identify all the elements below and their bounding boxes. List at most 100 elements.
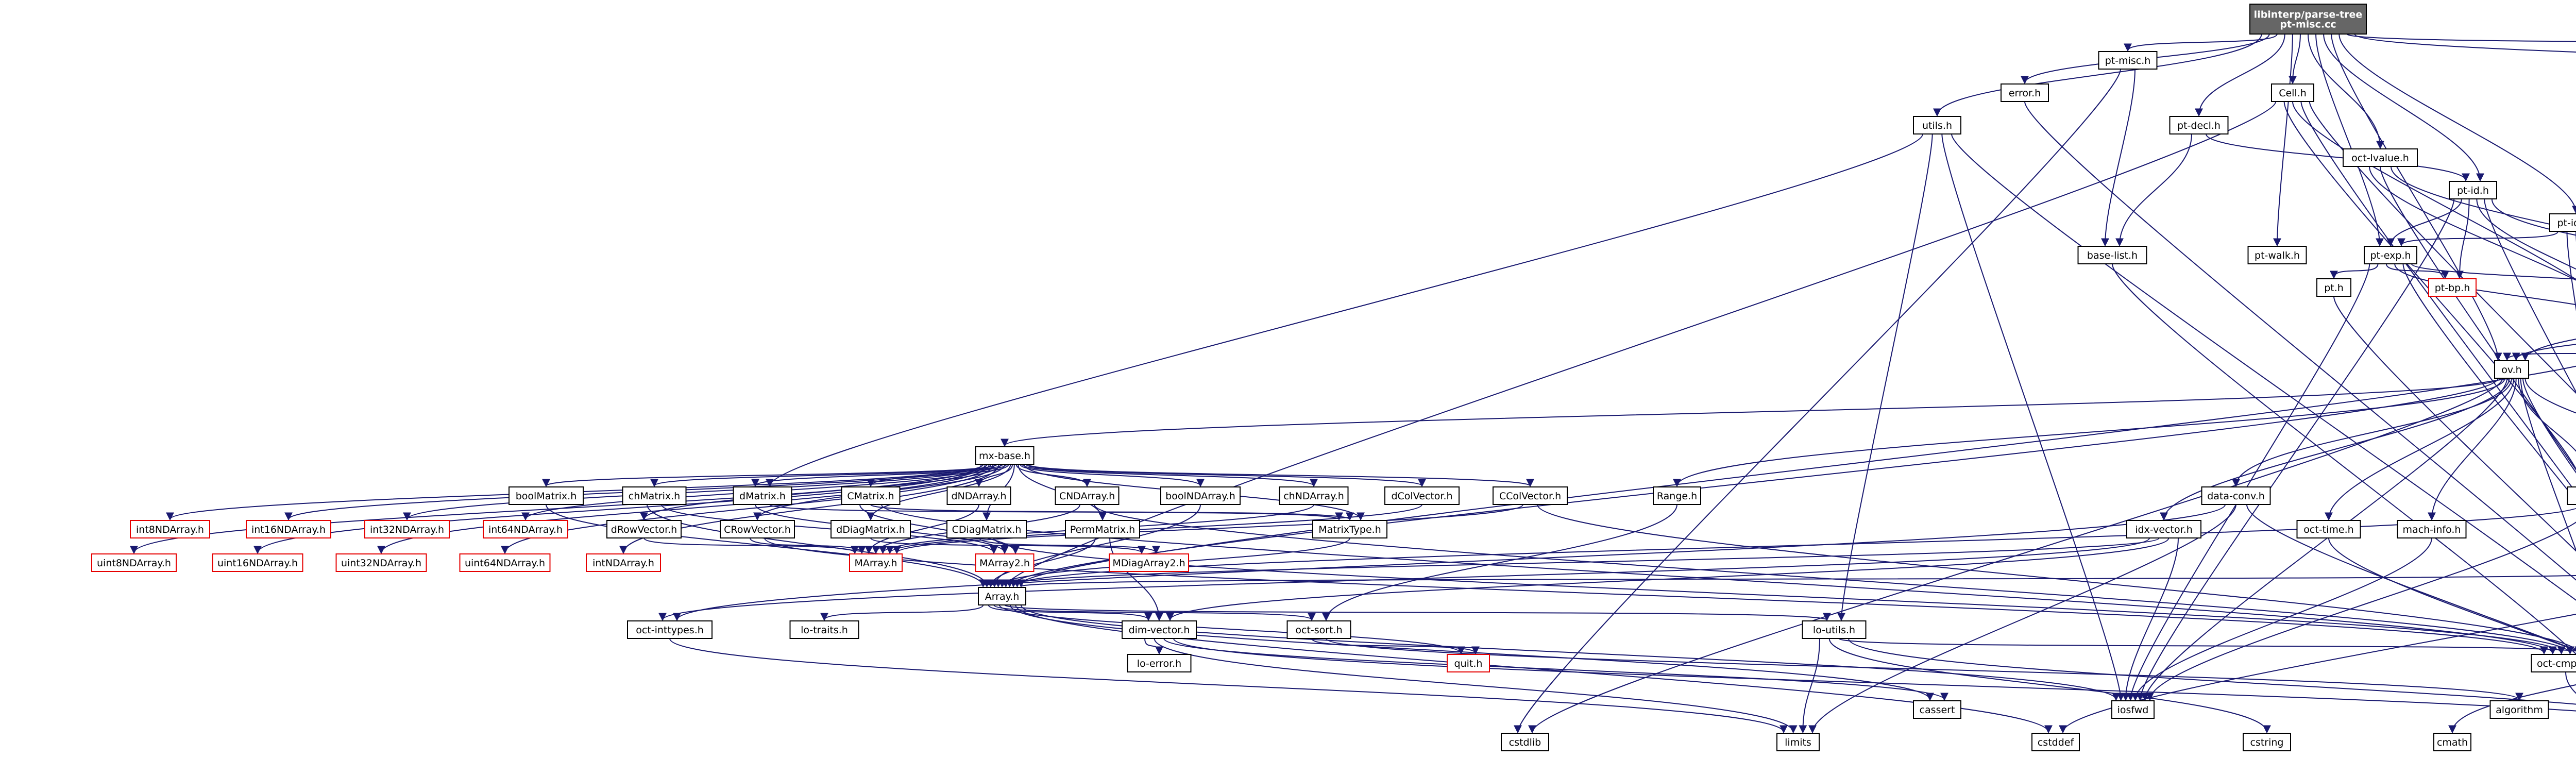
graph-node-lo-error.h[interactable]: lo-error.h — [1127, 654, 1192, 672]
graph-node-chmatrix.h[interactable]: chMatrix.h — [622, 486, 687, 505]
graph-node-cmatrix.h[interactable]: CMatrix.h — [841, 486, 901, 505]
graph-node-dim-vector.h[interactable]: dim-vector.h — [1122, 620, 1197, 639]
graph-node-lo-traits.h[interactable]: lo-traits.h — [789, 620, 859, 639]
graph-node-cndarray.h[interactable]: CNDArray.h — [1055, 486, 1120, 505]
graph-node-array.h[interactable]: Array.h — [978, 587, 1026, 605]
include-edge-Cell.h-to-vector — [2309, 101, 2576, 394]
graph-node-marray.h[interactable]: MArray.h — [849, 553, 903, 572]
include-edge-error.h-to-string — [2024, 101, 2576, 581]
graph-node-crowvector.h[interactable]: CRowVector.h — [720, 520, 795, 538]
svg-text:lo-utils.h: lo-utils.h — [1813, 625, 1855, 636]
svg-text:utils.h: utils.h — [1922, 120, 1952, 131]
graph-node-chndarray.h[interactable]: chNDArray.h — [1279, 486, 1349, 505]
svg-text:CRowVector.h: CRowVector.h — [724, 524, 791, 535]
include-edge-pt-id.h-to-iosfwd — [2136, 198, 2455, 701]
graph-node-pt-misc.h[interactable]: pt-misc.h — [2098, 51, 2158, 70]
include-edge-mx-base.h-to-int32NDArray.h — [403, 464, 992, 521]
graph-node-boolndarray.h[interactable]: boolNDArray.h — [1160, 486, 1241, 505]
include-edge-oct-time.h-to-string — [2328, 537, 2576, 651]
graph-node-cassert: cassert — [1913, 700, 1961, 719]
include-edge-Cell.h-to-Array.h — [1002, 101, 2277, 588]
svg-text:CColVector.h: CColVector.h — [1499, 491, 1561, 502]
graph-node-oct-time.h[interactable]: oct-time.h — [2296, 520, 2361, 538]
svg-text:uint32NDArray.h: uint32NDArray.h — [341, 558, 421, 569]
graph-node-idx-vector.h[interactable]: idx-vector.h — [2126, 520, 2201, 538]
graph-node-base-list.h[interactable]: base-list.h — [2077, 246, 2147, 264]
graph-node-marray2.h[interactable]: MArray2.h — [975, 553, 1035, 572]
svg-text:mach-info.h: mach-info.h — [2403, 524, 2461, 535]
graph-node-int32ndarray.h[interactable]: int32NDArray.h — [364, 520, 450, 538]
graph-node-uint32ndarray.h[interactable]: uint32NDArray.h — [335, 553, 427, 572]
graph-node-dndarray.h[interactable]: dNDArray.h — [946, 486, 1011, 505]
svg-text:error.h: error.h — [2009, 88, 2041, 99]
graph-node-error.h[interactable]: error.h — [2001, 83, 2049, 102]
graph-node-uint16ndarray.h[interactable]: uint16NDArray.h — [212, 553, 303, 572]
graph-node-ov.h[interactable]: ov.h — [2494, 360, 2529, 379]
svg-text:chNDArray.h: chNDArray.h — [1283, 491, 1344, 502]
graph-node-pt-decl.h[interactable]: pt-decl.h — [2169, 116, 2229, 134]
include-edge-root-to-defaults.h — [2354, 33, 2576, 53]
graph-node-pt.h[interactable]: pt.h — [2316, 278, 2351, 297]
graph-node-drowvector.h[interactable]: dRowVector.h — [606, 520, 682, 538]
svg-text:libinterp/parse-tree: libinterp/parse-tree — [2254, 9, 2363, 20]
edges-layer — [130, 33, 2576, 734]
graph-node-oct-inttypes.h[interactable]: oct-inttypes.h — [627, 620, 713, 639]
svg-text:MArray.h: MArray.h — [855, 558, 897, 569]
graph-node-int8ndarray.h[interactable]: int8NDArray.h — [130, 520, 210, 538]
graph-node-str-vec.h[interactable]: str-vec.h — [2567, 486, 2576, 505]
graph-node-pt-exp.h[interactable]: pt-exp.h — [2364, 246, 2417, 264]
graph-node-quit.h[interactable]: quit.h — [1447, 654, 1490, 672]
include-edge-dim-vector.h-to-string — [1173, 638, 2576, 712]
graph-node-pt-idx.h[interactable]: pt-idx.h — [2549, 213, 2576, 232]
graph-node-dcolvector.h[interactable]: dColVector.h — [1384, 486, 1460, 505]
graph-node-intndarray.h[interactable]: intNDArray.h — [586, 553, 661, 572]
include-edge-Array.h-to-lo-traits.h — [820, 604, 984, 621]
graph-node-cdiagmatrix.h[interactable]: CDiagMatrix.h — [946, 520, 1027, 538]
include-edge-ov.h-to-oct-alloc.h — [2524, 378, 2576, 414]
svg-text:oct-cmplx.h: oct-cmplx.h — [2537, 658, 2576, 669]
graph-node-ddiagmatrix.h[interactable]: dDiagMatrix.h — [831, 520, 911, 538]
graph-node-int64ndarray.h[interactable]: int64NDArray.h — [483, 520, 568, 538]
svg-text:intNDArray.h: intNDArray.h — [592, 558, 654, 569]
svg-text:pt-walk.h: pt-walk.h — [2255, 250, 2300, 261]
include-edge-pt-idx.h-to-str-vec.h — [2566, 231, 2576, 312]
graph-node-cell.h[interactable]: Cell.h — [2271, 83, 2314, 102]
graph-node-data-conv.h[interactable]: data-conv.h — [2201, 486, 2271, 505]
graph-node-cmath: cmath — [2433, 733, 2471, 751]
graph-node-uint8ndarray.h[interactable]: uint8NDArray.h — [91, 553, 177, 572]
graph-node-ccolvector.h[interactable]: CColVector.h — [1493, 486, 1568, 505]
graph-node-oct-cmplx.h[interactable]: oct-cmplx.h — [2531, 654, 2576, 672]
graph-node-boolmatrix.h[interactable]: boolMatrix.h — [509, 486, 584, 505]
graph-node-mx-base.h[interactable]: mx-base.h — [975, 446, 1035, 465]
graph-node-lo-utils.h[interactable]: lo-utils.h — [1802, 620, 1867, 639]
svg-text:lo-traits.h: lo-traits.h — [801, 625, 848, 636]
include-edge-glob-match.h-to-Array.h — [1018, 575, 2576, 588]
include-edge-oct-obj.h-to-ov.h — [2503, 352, 2576, 361]
graph-node-pt-walk.h[interactable]: pt-walk.h — [2247, 246, 2307, 264]
include-edge-Array.h-to-lo-utils.h — [1004, 604, 1831, 621]
graph-node-mdiagarray2.h[interactable]: MDiagArray2.h — [1109, 553, 1189, 572]
graph-node-mach-info.h[interactable]: mach-info.h — [2397, 520, 2467, 538]
graph-node-matrixtype.h[interactable]: MatrixType.h — [1312, 520, 1387, 538]
graph-node-range.h[interactable]: Range.h — [1653, 486, 1701, 505]
include-edge-pt-id.h-to-string — [2484, 198, 2576, 393]
include-edge-data-conv.h-to-limits — [1808, 504, 2236, 734]
graph-node-oct-sort.h[interactable]: oct-sort.h — [1286, 620, 1351, 639]
graph-node-dmatrix.h[interactable]: dMatrix.h — [733, 486, 792, 505]
include-edge-CDiagMatrix.h-to-MDiagArray2.h — [979, 537, 1160, 554]
include-edge-str-vec.h-to-Array.h — [1009, 508, 2576, 588]
graph-node-permmatrix.h[interactable]: PermMatrix.h — [1065, 520, 1140, 538]
graph-node-utils.h[interactable]: utils.h — [1913, 116, 1961, 134]
graph-node-uint64ndarray.h[interactable]: uint64NDArray.h — [459, 553, 551, 572]
graph-node-pt-id.h[interactable]: pt-id.h — [2449, 181, 2497, 199]
include-edge-CMatrix.h-to-MatrixType.h — [870, 504, 1354, 521]
svg-text:MatrixType.h: MatrixType.h — [1318, 524, 1381, 535]
svg-text:int16NDArray.h: int16NDArray.h — [251, 524, 326, 535]
svg-text:pt-misc.cc: pt-misc.cc — [2280, 19, 2336, 30]
graph-node-oct-lvalue.h[interactable]: oct-lvalue.h — [2343, 148, 2418, 167]
include-edge-ov.h-to-oct-time.h — [2325, 378, 2515, 521]
graph-node-int16ndarray.h[interactable]: int16NDArray.h — [246, 520, 331, 538]
include-edge-mx-base.h-to-uint16NDArray.h — [253, 464, 986, 554]
graph-node-pt-bp.h[interactable]: pt-bp.h — [2428, 278, 2477, 297]
